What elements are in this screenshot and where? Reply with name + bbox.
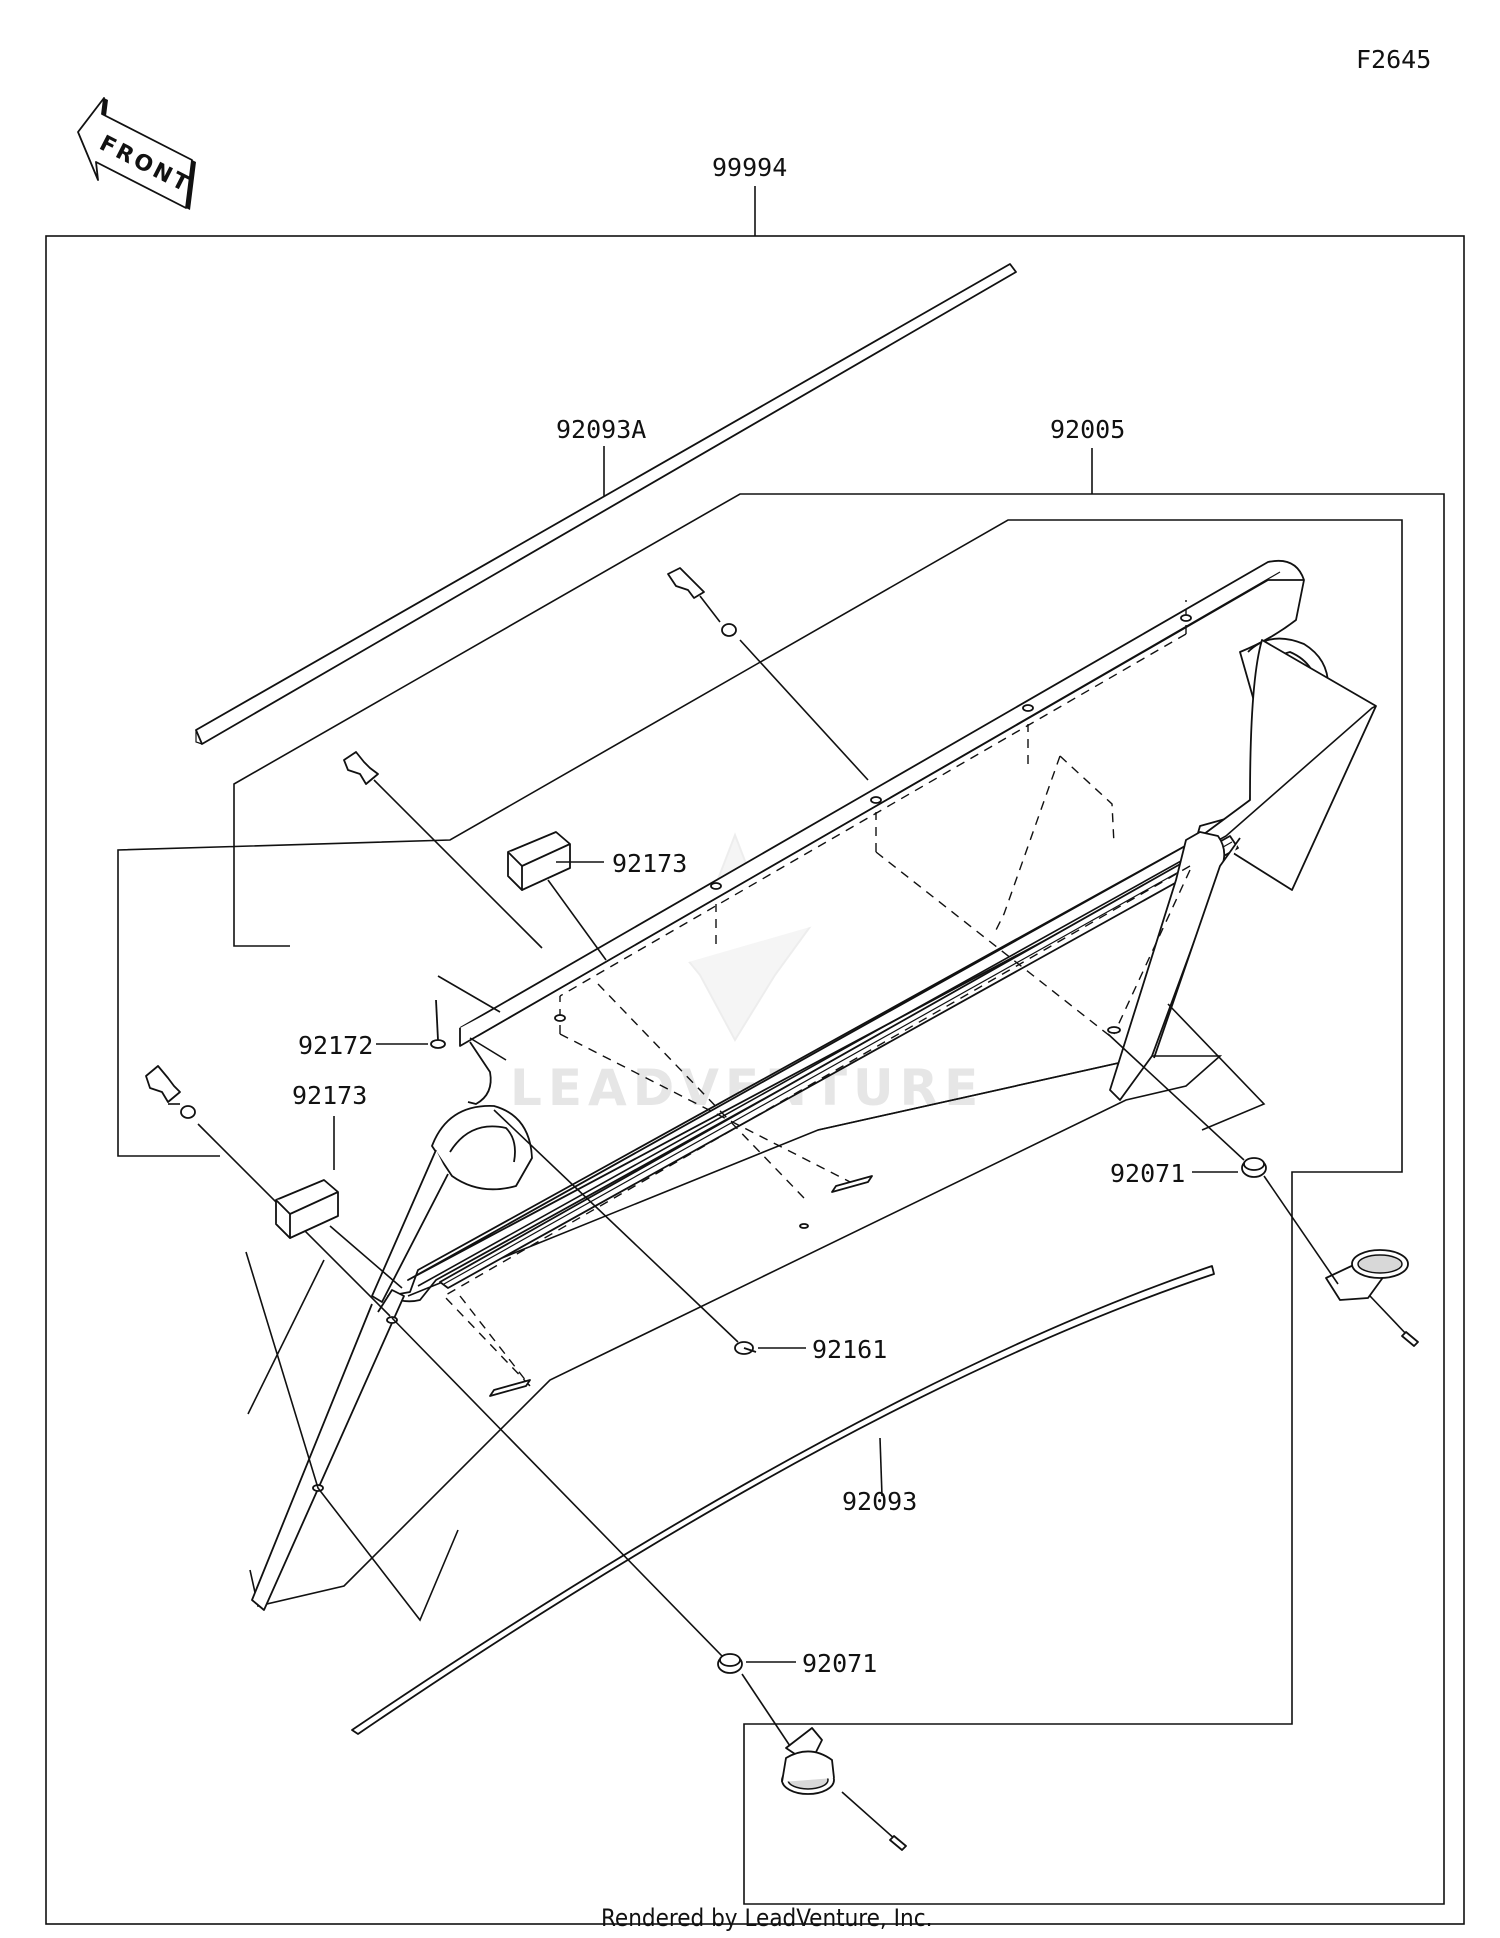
leader-group-lower-left bbox=[245, 1251, 459, 1622]
diagram-id: F2645 bbox=[1356, 45, 1431, 74]
clip-lower bbox=[275, 1179, 339, 1239]
front-arrow-icon bbox=[77, 97, 196, 210]
leader-grommet-right-line bbox=[1107, 1033, 1245, 1161]
part-label-grommet-right: 92071 bbox=[1110, 1159, 1185, 1188]
part-label-panel-assembly: 92005 bbox=[1050, 415, 1125, 444]
leader-group-right bbox=[1167, 1003, 1266, 1131]
part-label-grommet-bottom: 92071 bbox=[802, 1649, 877, 1678]
leader-grommet-bottom-line bbox=[391, 1317, 723, 1657]
part-label-weatherstrip-upper: 92093A bbox=[556, 415, 646, 444]
leader-clip-lower-diagonal bbox=[329, 1225, 403, 1289]
grommet-right bbox=[1241, 1157, 1267, 1178]
part-label-screw: 92172 bbox=[298, 1031, 373, 1060]
leader-screw-line-b bbox=[469, 1037, 507, 1061]
panel-leg-right bbox=[1109, 831, 1241, 1101]
leader-screw-line-a bbox=[437, 975, 501, 1013]
panel-group-outline bbox=[117, 493, 1445, 1905]
part-label-clip-upper: 92173 bbox=[612, 849, 687, 878]
leader-rivet-line bbox=[493, 1109, 739, 1343]
part-label-weatherstrip-lower: 92093 bbox=[842, 1487, 917, 1516]
bolt-upper bbox=[667, 567, 869, 781]
rivet-center bbox=[734, 1341, 757, 1355]
weatherstrip-lower bbox=[351, 1265, 1215, 1735]
screw-small bbox=[430, 999, 446, 1049]
windshield-panel bbox=[249, 639, 1377, 1607]
leader-weatherstrip-lower bbox=[879, 1437, 883, 1497]
clip-upper bbox=[507, 831, 571, 891]
part-label-clip-lower: 92173 bbox=[292, 1081, 367, 1110]
bolt-mid-left bbox=[343, 751, 543, 949]
panel-slots bbox=[312, 614, 1192, 1492]
leader-group-left-bracket bbox=[247, 1259, 325, 1415]
weatherstrip-upper bbox=[195, 263, 1017, 745]
clamp-right bbox=[1263, 1175, 1419, 1347]
assembly-dashes bbox=[442, 600, 1191, 1387]
grommet-bottom bbox=[717, 1653, 743, 1674]
part-label-rivet: 92161 bbox=[812, 1335, 887, 1364]
footer-credit: Rendered by LeadVenture, Inc. bbox=[601, 1904, 932, 1932]
panel-leg-left bbox=[251, 1041, 533, 1611]
part-label-kit: 99994 bbox=[712, 153, 787, 182]
clamp-bottom bbox=[741, 1673, 907, 1851]
leader-clip-upper bbox=[547, 879, 607, 961]
